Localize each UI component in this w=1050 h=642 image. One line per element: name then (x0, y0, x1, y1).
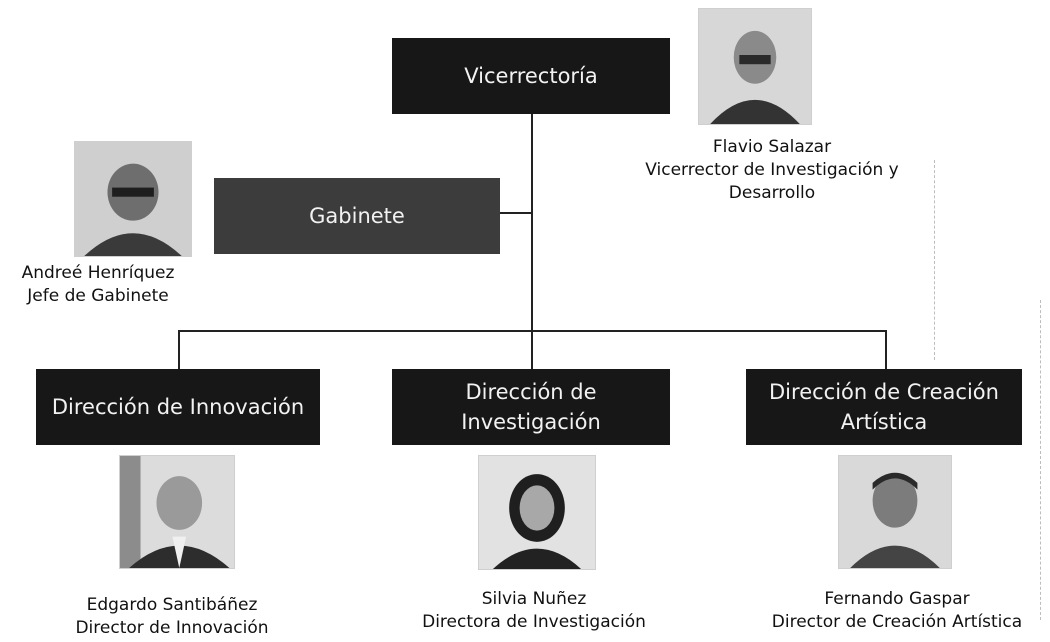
caption-director-creacion: Fernando Gaspar Director de Creación Art… (752, 588, 1042, 634)
scan-artifact (1040, 300, 1041, 620)
caption-vicerrector: Flavio Salazar Vicerrector de Investigac… (604, 136, 940, 205)
scan-artifact (934, 160, 935, 360)
person-name: Flavio Salazar (712, 137, 832, 157)
person-title: Director de Creación Artística (771, 612, 1023, 632)
box-gabinete: Gabinete (214, 178, 500, 254)
connector-horizontal (178, 330, 887, 332)
connector-gabinete (500, 212, 532, 214)
person-name: Silvia Nuñez (481, 589, 587, 609)
box-direccion-creacion: Dirección de Creación Artística (746, 369, 1022, 445)
connector-innovacion (178, 330, 180, 370)
connector-vertical-main (531, 113, 533, 369)
box-direccion-investigacion: Dirección de Investigación (392, 369, 670, 445)
person-title: Jefe de Gabinete (27, 286, 169, 306)
portrait-photo-icon (119, 455, 235, 569)
portrait-photo-icon (698, 8, 812, 125)
box-direccion-innovacion: Dirección de Innovación (36, 369, 320, 445)
portrait-photo-icon (74, 141, 192, 257)
person-title: Directora de Investigación (422, 612, 646, 632)
caption-directora-investigacion: Silvia Nuñez Directora de Investigación (392, 588, 676, 634)
person-name: Fernando Gaspar (824, 589, 970, 609)
person-title: Director de Innovación (75, 618, 269, 638)
caption-director-innovacion: Edgardo Santibáñez Director de Innovació… (40, 594, 304, 640)
portrait-photo-icon (838, 455, 952, 569)
caption-jefe-gabinete: Andreé Henríquez Jefe de Gabinete (2, 262, 194, 308)
person-title: Vicerrector de Investigación y (645, 160, 899, 180)
person-name: Edgardo Santibáñez (86, 595, 258, 615)
person-name: Andreé Henríquez (21, 263, 175, 283)
person-title: Desarrollo (728, 183, 816, 203)
connector-creacion (885, 330, 887, 370)
box-vicerrectoria: Vicerrectoría (392, 38, 670, 114)
portrait-photo-icon (478, 455, 596, 570)
